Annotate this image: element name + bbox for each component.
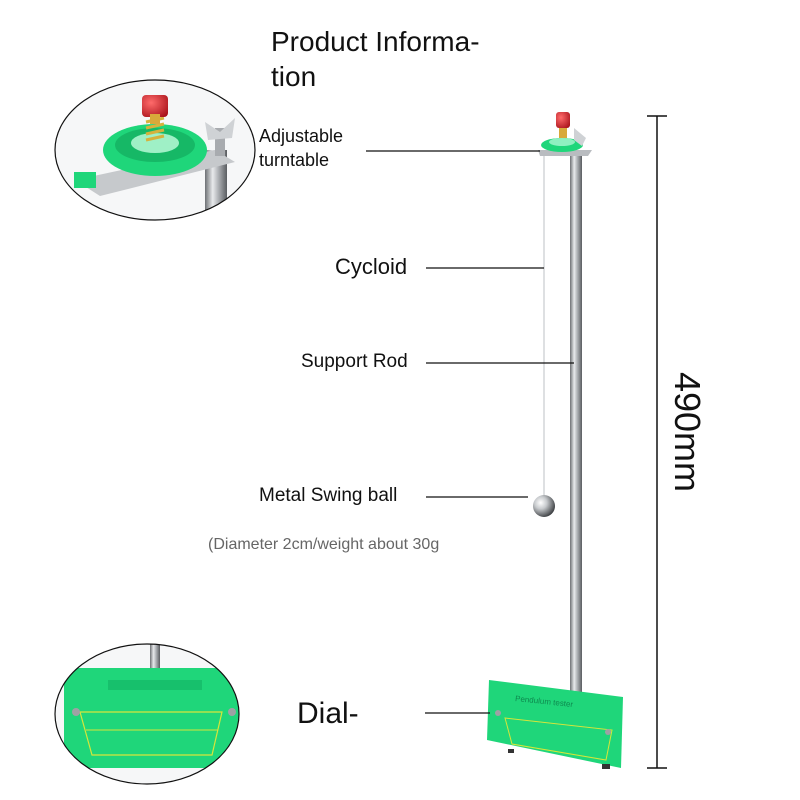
label-turntable-line-2: turntable [259,150,330,170]
label-metal-swing-ball: Metal Swing ball [259,485,398,506]
pendulum-apparatus [487,112,623,769]
inset-dial-plate [64,668,239,768]
label-support-rod: Support Rod [301,351,408,372]
dimension-indicator [647,115,667,769]
title-line-1: Product Informa- [271,26,480,57]
leader-lines [366,150,574,714]
label-dial: Dial- [297,697,359,730]
steel-ball-icon [533,495,555,517]
label-turntable-line-1: Adjustable [259,126,344,146]
label-adjustable-turntable: Adjustable turntable [259,124,343,172]
ball-spec-note: (Diameter 2cm/weight about 30g [208,536,440,553]
knob-icon [142,95,168,124]
top-turntable [538,112,592,156]
label-cycloid: Cycloid [335,254,408,279]
turntable-inset [54,79,256,221]
wing-nut-icon [205,118,235,156]
protractor-icon [79,711,223,756]
dial-inset [54,643,240,785]
page-title: Product Informa- tion [271,24,521,94]
support-rod [570,150,582,692]
dial-plate [487,680,623,769]
spring-icon [145,116,165,142]
title-line-2: tion [271,61,317,92]
dimension-label: 490mm [667,371,708,493]
inset-green-tab [74,172,96,188]
